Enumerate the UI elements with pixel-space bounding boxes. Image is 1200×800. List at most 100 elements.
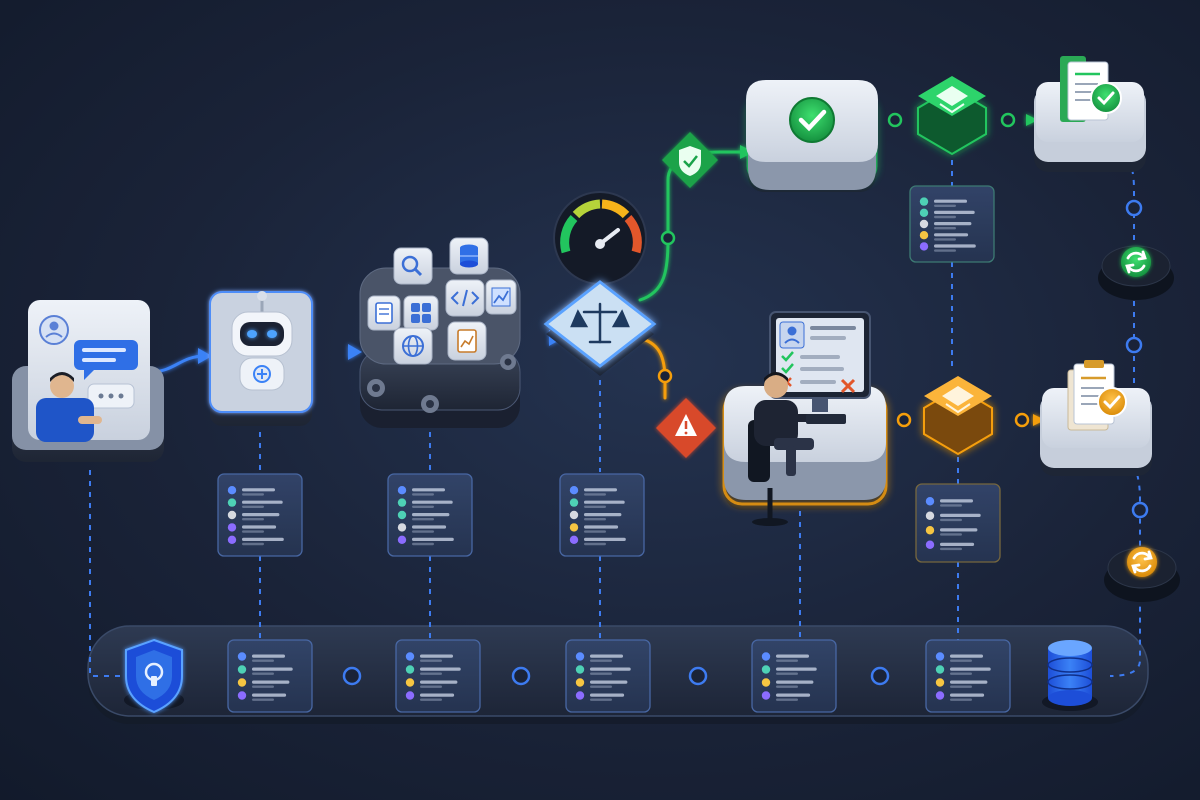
trace-user-to-ledger	[89, 470, 130, 677]
database-icon	[1047, 640, 1093, 706]
log-entry-line	[934, 233, 969, 237]
risk-gauge-node	[553, 191, 647, 285]
audit-database-node[interactable]	[1042, 640, 1098, 711]
log-entry-subline	[252, 685, 274, 688]
log-entry-subline	[252, 659, 274, 662]
log-entry-dot	[919, 208, 929, 217]
log-entry-dot	[227, 498, 237, 507]
log-entry-line	[242, 525, 277, 529]
log-entry-dot	[575, 652, 585, 661]
log-card-policy	[559, 473, 645, 557]
log-card-panel	[565, 639, 651, 713]
document-tool-tile[interactable]	[367, 295, 401, 331]
log-entry-line	[252, 693, 287, 697]
human-review-node[interactable]	[722, 311, 888, 526]
ring-green-2	[887, 112, 903, 128]
reviewed-document-node[interactable]	[1040, 360, 1152, 476]
log-entry-dot	[397, 535, 407, 544]
log-card-panel	[915, 483, 1001, 563]
network-tool-tile[interactable]	[403, 295, 439, 331]
ledger-log-cards	[227, 639, 1011, 713]
log-entry-line	[776, 680, 814, 684]
log-entry-dot	[761, 691, 771, 700]
layers-icon	[942, 386, 974, 414]
approved-package-node[interactable]	[917, 76, 987, 156]
log-entry-line	[776, 667, 817, 671]
log-entry-subline	[252, 698, 274, 701]
log-entry-subline	[940, 518, 962, 522]
log-entry-dot	[227, 510, 237, 520]
user-chat-node[interactable]	[12, 300, 164, 462]
log-entry-line	[584, 525, 619, 529]
ring-trace-2	[1125, 336, 1143, 354]
log-entry-dot	[237, 652, 247, 661]
log-entry-line	[590, 667, 631, 671]
ai-agent-node[interactable]	[209, 291, 313, 426]
log-entry-dot	[935, 652, 945, 661]
search-tool-tile[interactable]	[393, 247, 433, 285]
log-entry-line	[590, 654, 623, 658]
log-entry-line	[950, 654, 983, 658]
log-entry-dot	[761, 652, 771, 661]
layers-icon	[936, 86, 968, 114]
reviewed-package-node[interactable]	[923, 376, 993, 456]
log-entry-line	[242, 537, 284, 541]
sync-badge-green[interactable]	[1098, 245, 1174, 300]
log-entry-line	[420, 654, 453, 658]
chart-tool-tile[interactable]	[485, 279, 517, 315]
ledger-ring-1	[342, 666, 362, 686]
log-card-panel	[395, 639, 481, 713]
log-entry-subline	[252, 672, 274, 675]
log-entry-dot	[925, 540, 935, 549]
log-entry-subline	[590, 659, 612, 662]
policy-router-node[interactable]	[543, 280, 657, 376]
log-entry-line	[584, 500, 625, 504]
chat-bubble-icon	[74, 340, 138, 380]
alert-badge	[656, 398, 716, 458]
log-entry-subline	[950, 685, 972, 688]
log-entry-line	[950, 680, 988, 684]
log-entry-subline	[934, 238, 956, 241]
log-entry-subline	[420, 698, 442, 701]
ring-orange-2	[896, 412, 912, 428]
log-entry-line	[252, 680, 290, 684]
ring-trace-3	[1131, 501, 1149, 519]
log-entry-subline	[584, 542, 606, 546]
flow-policy-to-alert	[636, 336, 667, 400]
log-entry-dot	[569, 498, 579, 507]
log-entry-subline	[940, 547, 962, 551]
log-entry-line	[934, 199, 967, 203]
sync-badge-orange[interactable]	[1104, 547, 1180, 602]
log-entry-subline	[776, 698, 798, 701]
log-entry-dot	[569, 523, 579, 532]
shield-lock-icon	[136, 650, 172, 700]
log-entry-line	[934, 210, 975, 214]
log-entry-subline	[934, 249, 956, 252]
approval-shield-badge	[662, 132, 718, 188]
log-entry-line	[940, 513, 981, 517]
arrow-to-tools	[348, 344, 362, 360]
log-card-tools	[387, 473, 473, 557]
log-card-approved	[909, 185, 995, 263]
log-entry-line	[950, 693, 985, 697]
arrow-to-approved-doc	[1026, 114, 1038, 126]
log-entry-subline	[242, 505, 264, 508]
log-entry-subline	[776, 672, 798, 675]
auto-approve-node[interactable]	[746, 80, 878, 192]
tool-hub-node[interactable]	[359, 237, 521, 428]
log-entry-subline	[412, 530, 434, 533]
globe-tool-tile[interactable]	[393, 327, 433, 365]
log-entry-subline	[776, 659, 798, 662]
database-tool-tile[interactable]	[449, 237, 489, 275]
log-entry-subline	[950, 672, 972, 675]
log-entry-subline	[242, 518, 264, 521]
log-card-agent	[217, 473, 303, 557]
report-tool-tile[interactable]	[447, 321, 487, 361]
log-entry-subline	[412, 518, 434, 521]
audit-shield-node[interactable]	[124, 638, 184, 714]
log-entry-dot	[237, 691, 247, 700]
log-entry-line	[940, 542, 975, 546]
code-tool-tile[interactable]	[445, 279, 485, 317]
approved-document-node[interactable]	[1034, 56, 1146, 172]
log-entry-dot	[919, 242, 929, 251]
